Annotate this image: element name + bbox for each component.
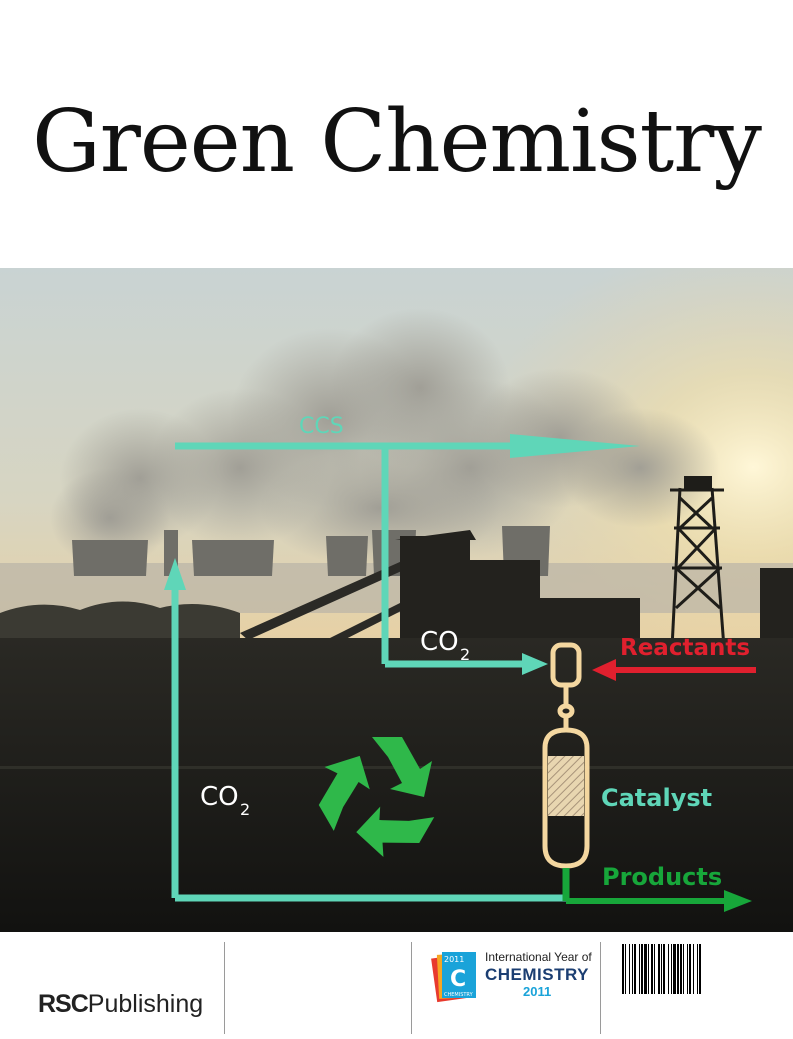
ccs-label: CCS — [299, 414, 344, 439]
co2-flow-arrows — [171, 442, 566, 902]
cover-image: CCS CO 2 CO 2 Reactants Catalyst — [0, 268, 793, 932]
svg-text:CHEMISTRY: CHEMISTRY — [444, 992, 474, 998]
divider-2 — [411, 942, 412, 1034]
catalyst-label: Catalyst — [601, 784, 712, 812]
co2-upper-label: CO — [420, 627, 459, 657]
publisher-rest: Publishing — [87, 990, 204, 1018]
lattice-tower — [670, 487, 726, 649]
co2-lower-label: CO — [200, 782, 239, 812]
divider-1 — [224, 942, 225, 1034]
barcode — [622, 944, 701, 994]
svg-text:2011: 2011 — [444, 955, 464, 964]
iyc-line-3: 2011 — [523, 984, 552, 999]
smoke-plumes — [50, 308, 720, 568]
reactants-arrow — [592, 659, 756, 681]
recycle-icon — [318, 737, 435, 858]
iyc-line-2: CHEMISTRY — [485, 965, 589, 984]
iyc-2011-logo: 2011 C CHEMISTRY International Year of C… — [430, 944, 600, 1010]
publisher-bold: RSC — [38, 990, 89, 1018]
cover-footer: RSCPublishing 2011 C CHEMISTRY Internati… — [0, 932, 793, 1039]
iyc-badge-icon: 2011 C CHEMISTRY — [431, 952, 476, 1003]
products-arrow — [562, 868, 752, 912]
publisher-logo: RSCPublishing — [38, 990, 203, 1019]
svg-text:C: C — [450, 967, 466, 992]
divider-3 — [600, 942, 601, 1034]
journal-title: Green Chemistry — [32, 92, 762, 192]
co2-lower-subscript: 2 — [240, 800, 250, 819]
iyc-line-1: International Year of — [485, 950, 592, 964]
reactants-label: Reactants — [620, 635, 750, 661]
co2-upper-subscript: 2 — [460, 645, 470, 664]
products-label: Products — [602, 863, 722, 891]
reactor-icon — [542, 642, 590, 869]
